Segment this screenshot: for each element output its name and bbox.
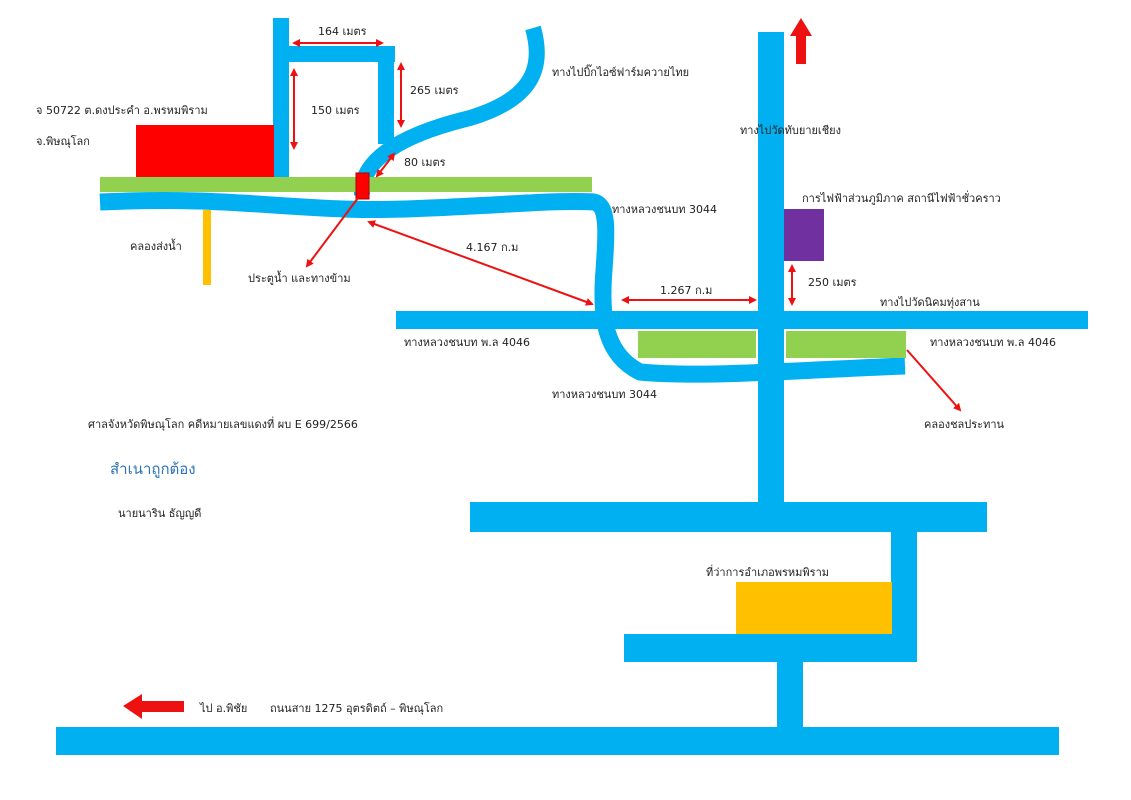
road-right-vertical: [758, 32, 784, 508]
canal-pointer: [906, 349, 962, 412]
road-left-vertical: [273, 18, 289, 178]
road-lower-horizontal: [470, 502, 987, 532]
label-dist-80: 80 เมตร: [404, 156, 446, 169]
road-3044: [99, 191, 906, 383]
road-1275: [56, 727, 1059, 755]
road-4046: [396, 311, 1088, 329]
water-gate-pointer: [305, 197, 359, 268]
property-plot: [136, 125, 274, 177]
arrow-up-icon: [790, 18, 812, 64]
substation-box: [784, 209, 824, 261]
label-water-gate: ประตูน้ำ และทางข้าม: [248, 272, 351, 285]
green-strip-right-b: [786, 331, 906, 358]
label-dist-1267: 1.267 ก.ม: [660, 284, 713, 297]
label-to-phichai: ไป อ.พิชัย: [200, 702, 248, 715]
road-to-farm: [353, 25, 545, 196]
dim-4167-arrow: [367, 220, 594, 306]
label-court: ศาลจังหวัดพิษณุโลก คดีหมายเลขแดงที่ ผบ E…: [88, 418, 358, 431]
label-certified: สำเนาถูกต้อง: [110, 460, 196, 478]
arrow-left-icon: [123, 694, 184, 719]
road-mid-vertical: [378, 46, 394, 144]
label-canal-irrigation: คลองส่งน้ำ: [130, 240, 182, 253]
district-office-box: [736, 582, 892, 634]
dim-80-arrow: [375, 152, 396, 178]
label-to-wat: ทางไปวัดทับยายเชียง: [740, 124, 841, 137]
label-district-office: ที่ว่าการอำเภอพรหมพิราม: [706, 566, 829, 579]
road-top-horizontal: [273, 46, 395, 62]
label-highway-4046-left: ทางหลวงชนบท พ.ล 4046: [404, 336, 531, 349]
label-dist-164: 164 เมตร: [318, 25, 367, 38]
label-signer: นายนาริน ธัญญดี: [118, 507, 202, 520]
label-highway-4046-right: ทางหลวงชนบท พ.ล 4046: [930, 336, 1057, 349]
label-dist-265: 265 เมตร: [410, 84, 459, 97]
label-route-1275: ถนนสาย 1275 อุตรดิตถ์ – พิษณุโลก: [270, 702, 444, 715]
label-dist-4167: 4.167 ก.ม: [466, 241, 519, 254]
green-strip-right-a: [638, 331, 756, 358]
label-highway-3044-top: ทางหลวงชนบท 3044: [612, 203, 718, 216]
label-property-line2: จ.พิษณุโลก: [36, 135, 90, 148]
label-property-line1: จ 50722 ต.ดงประคำ อ.พรหมพิราม: [36, 104, 208, 117]
water-gate-marker: [355, 172, 370, 200]
label-to-nikhom: ทางไปวัดนิคมทุ่งสาน: [880, 296, 980, 309]
roads: [56, 18, 1088, 755]
label-substation: การไฟฟ้าส่วนภูมิภาค สถานีไฟฟ้าชั่วคราว: [802, 192, 1001, 205]
label-to-farm: ทางไปบิ๊กไอซ์ฟาร์มควายไทย: [552, 66, 690, 79]
road-district-horizontal: [624, 634, 917, 662]
canal-irrigation-bar: [203, 210, 211, 285]
road-connector-vertical: [777, 660, 803, 730]
label-canal-chonprathan: คลองชลประทาน: [924, 418, 1005, 431]
label-highway-3044-bottom: ทางหลวงชนบท 3044: [552, 388, 658, 401]
green-strip-top: [100, 177, 592, 192]
label-dist-150: 150 เมตร: [311, 104, 360, 117]
label-dist-250: 250 เมตร: [808, 276, 857, 289]
